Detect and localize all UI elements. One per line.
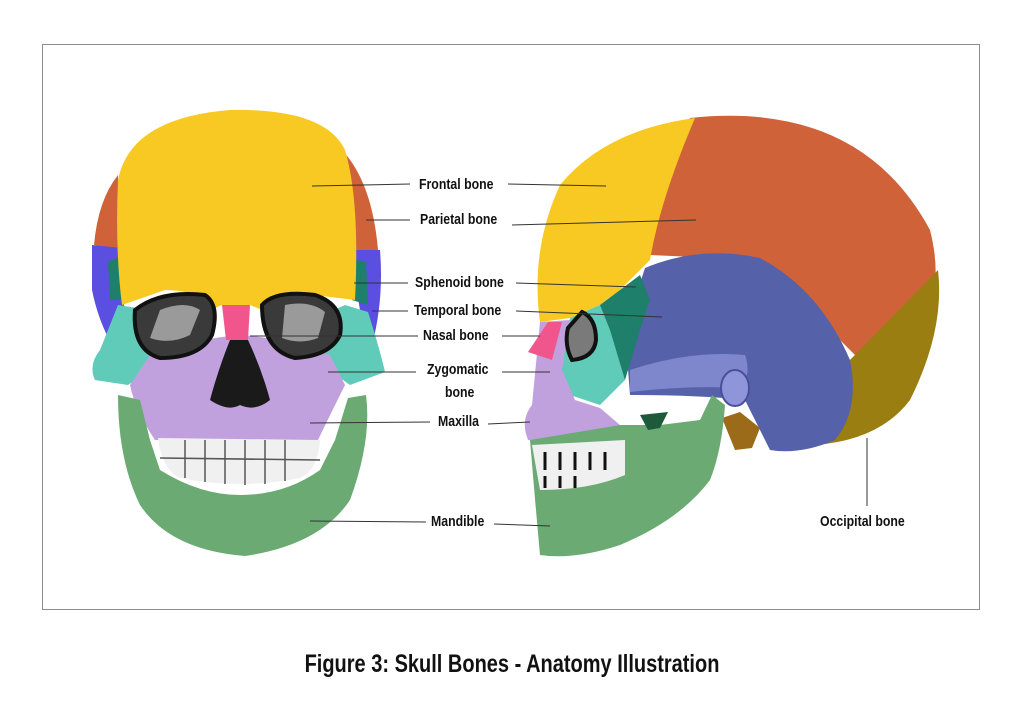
side-mandible-notch (640, 412, 668, 430)
label-zygomatic-line2: bone (445, 384, 475, 401)
side-nasal-bone (528, 322, 562, 360)
leader-mandible-right (493, 523, 551, 527)
front-eye-shade-right (282, 303, 325, 342)
label-temporal-bone: Temporal bone (414, 302, 502, 319)
label-zygomatic-line1: Zygomatic (427, 361, 489, 378)
front-eye-shade-left (150, 305, 200, 341)
leader-frontal-right (507, 183, 607, 187)
leader-mandible-left (309, 520, 427, 523)
front-skull (92, 109, 385, 556)
front-nasal-cavity (210, 340, 270, 408)
front-parietal-left (94, 175, 120, 250)
side-skull (524, 115, 940, 557)
label-nasal-bone: Nasal bone (423, 327, 489, 344)
figure-caption: Figure 3: Skull Bones - Anatomy Illustra… (304, 650, 720, 678)
side-zygomatic-arch (630, 354, 748, 392)
side-orbit (564, 309, 599, 363)
front-teeth-lines (159, 440, 321, 485)
leader-sphenoid-right (515, 282, 637, 288)
side-frontal-bone (537, 118, 695, 322)
side-temporal-bone (625, 253, 853, 452)
leader-temporal-right (515, 310, 663, 318)
side-teeth-lines (543, 452, 607, 488)
label-parietal-bone: Parietal bone (420, 211, 498, 228)
label-occipital-bone: Occipital bone (820, 513, 905, 530)
front-mandible (118, 395, 368, 556)
side-ear-canal (720, 369, 750, 407)
label-maxilla: Maxilla (438, 413, 480, 430)
side-mandible (530, 395, 725, 557)
leader-frontal-left (311, 183, 411, 187)
side-parietal-bone (650, 115, 936, 360)
label-frontal-bone: Frontal bone (419, 176, 494, 193)
leader-maxilla-left (309, 421, 431, 424)
leader-lines (250, 183, 868, 527)
leader-parietal-right (511, 219, 697, 226)
leader-maxilla-right (487, 421, 531, 425)
front-frontal-bone (117, 109, 357, 310)
side-teeth (532, 440, 625, 490)
front-nasal-bone (222, 305, 250, 340)
label-sphenoid-bone: Sphenoid bone (415, 274, 504, 291)
label-mandible: Mandible (431, 513, 485, 530)
side-mastoid (722, 412, 760, 450)
front-teeth (158, 438, 320, 484)
